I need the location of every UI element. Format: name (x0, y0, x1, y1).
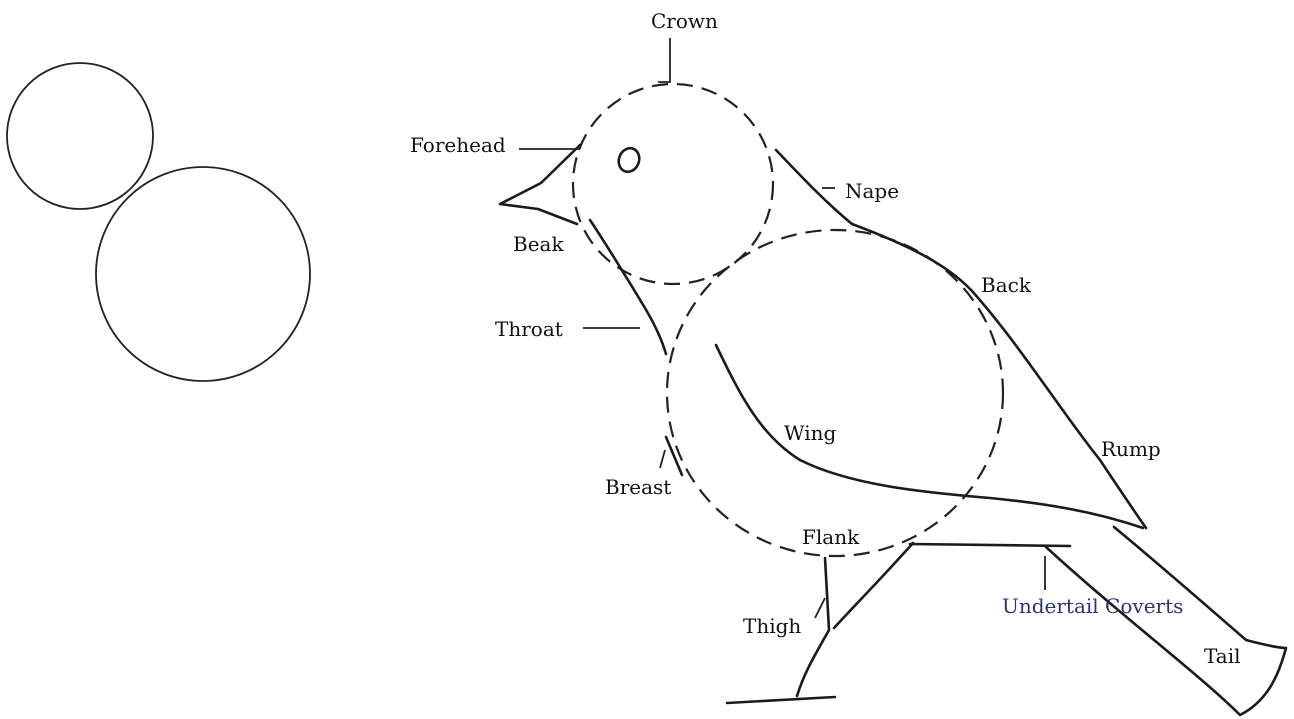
label-wing: Wing (784, 421, 836, 445)
beak-outline (500, 145, 580, 224)
small-construction-circle (7, 63, 153, 209)
wing-outline (716, 345, 1143, 528)
label-undertail-coverts: Undertail Coverts (1002, 594, 1183, 618)
front-leg (797, 558, 829, 696)
label-thigh: Thigh (743, 614, 801, 638)
undertail-outline (910, 544, 1070, 546)
throat-outline (590, 220, 666, 354)
large-construction-circle (96, 167, 310, 381)
label-rump: Rump (1101, 437, 1161, 461)
perch-line (727, 697, 835, 703)
label-beak: Beak (513, 232, 564, 256)
nape-back-outline (776, 150, 1146, 528)
label-back: Back (981, 273, 1032, 297)
label-flank: Flank (802, 525, 860, 549)
label-crown: Crown (651, 9, 718, 33)
body-guide-circle (667, 230, 1003, 556)
label-tail: Tail (1204, 644, 1241, 668)
thigh-leader (815, 598, 825, 618)
rear-leg (834, 543, 913, 628)
tail-outline (1046, 527, 1286, 715)
label-throat: Throat (495, 317, 563, 341)
head-guide-circle (573, 84, 773, 284)
breast-leader (660, 450, 665, 468)
label-nape: Nape (845, 179, 899, 203)
eye (615, 145, 642, 174)
crown-leader (658, 38, 670, 82)
label-forehead: Forehead (410, 133, 506, 157)
label-breast: Breast (605, 475, 671, 499)
